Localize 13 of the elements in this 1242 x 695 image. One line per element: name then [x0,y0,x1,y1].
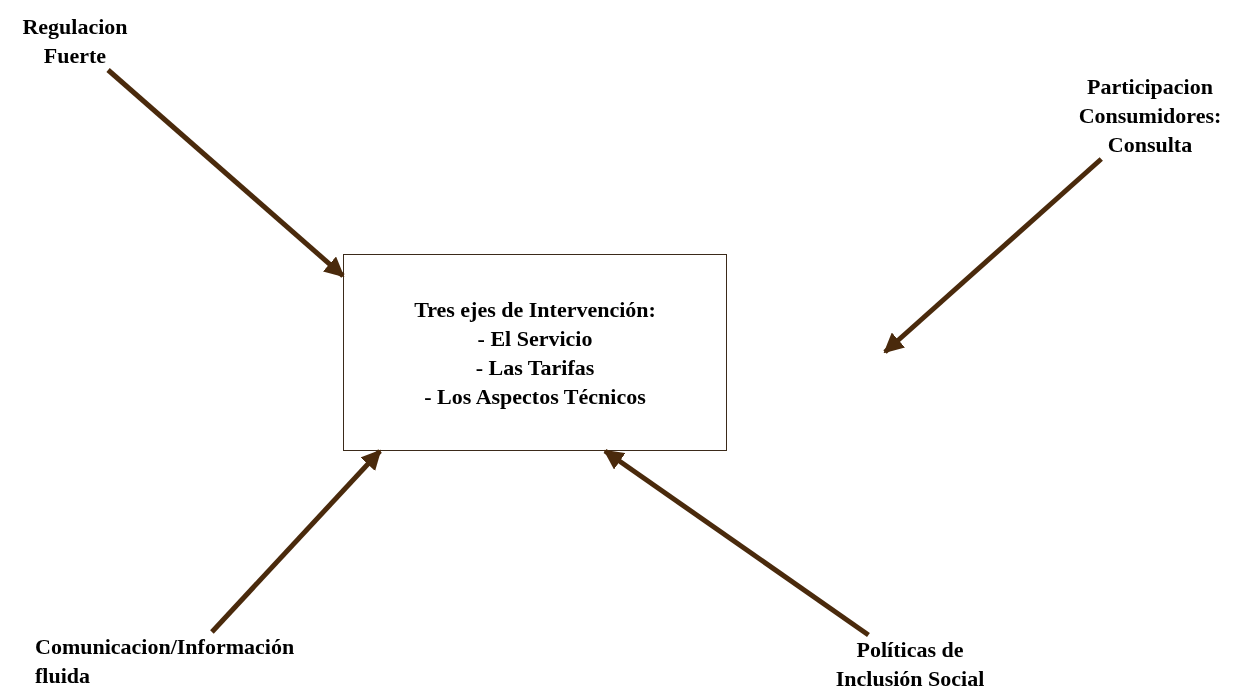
arrow [603,448,870,638]
arrow [210,449,382,634]
list-item: - Los Aspectos Técnicos [424,382,646,411]
node-label: Regulacion Fuerte [5,12,145,70]
arrow [883,157,1103,354]
process-box [343,254,727,451]
list-item: - El Servicio [477,324,593,353]
arrow [106,68,345,278]
box-heading: Tres ejes de Intervención: [414,295,656,324]
node-label: Participacion Consumidores: Consulta [1035,72,1242,159]
node-label: Políticas de Inclusión Social [835,635,985,693]
list-item: - Las Tarifas [475,353,595,382]
node-label: Comunicacion/Información fluida [35,632,335,690]
